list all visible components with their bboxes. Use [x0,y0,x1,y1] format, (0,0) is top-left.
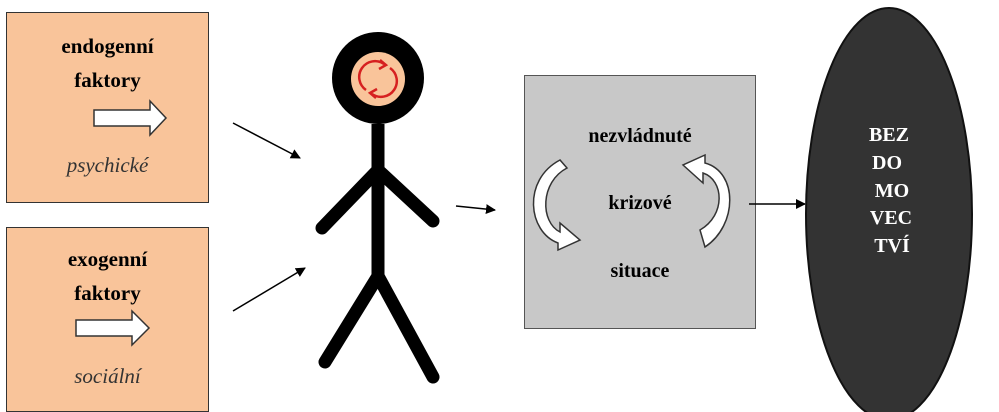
endogenous-title-line2: faktory [74,68,141,92]
right-curved-arrow-icon [681,153,731,249]
outcome-line3: MO [874,180,910,202]
exogenous-block-arrow-icon [75,309,151,347]
endogenous-subtitle: psychické [66,153,149,177]
endogenous-title-line1: endogenní [61,34,154,58]
cycle-arrows-icon [357,59,399,99]
exogenous-title-line1: exogenní [67,247,148,271]
arrow-person-to-crisis [455,204,496,215]
crisis-line2: krizové [608,192,672,214]
left-curved-arrow-icon [532,159,582,252]
outcome-line4: VEC [869,207,913,229]
arrow-endogenous-to-person [232,122,301,159]
arrow-exogenous-to-person [232,267,306,312]
crisis-line1: nezvládnuté [588,125,692,147]
exogenous-subtitle: sociální [74,364,141,388]
exogenous-title-line2: faktory [74,281,141,305]
homelessness-ellipse [805,7,973,412]
person-stick-figure-icon [315,32,440,384]
outcome-line1: BEZ [868,124,910,146]
endogenous-block-arrow-icon [93,99,168,137]
crisis-line3: situace [610,260,670,282]
outcome-line5: TVÍ [874,235,910,257]
outcome-line2: DO [872,152,902,174]
crisis-situations-box: nezvládnuté krizové situace [524,75,756,329]
endogenous-factors-box: endogenní faktory psychické [6,12,209,203]
